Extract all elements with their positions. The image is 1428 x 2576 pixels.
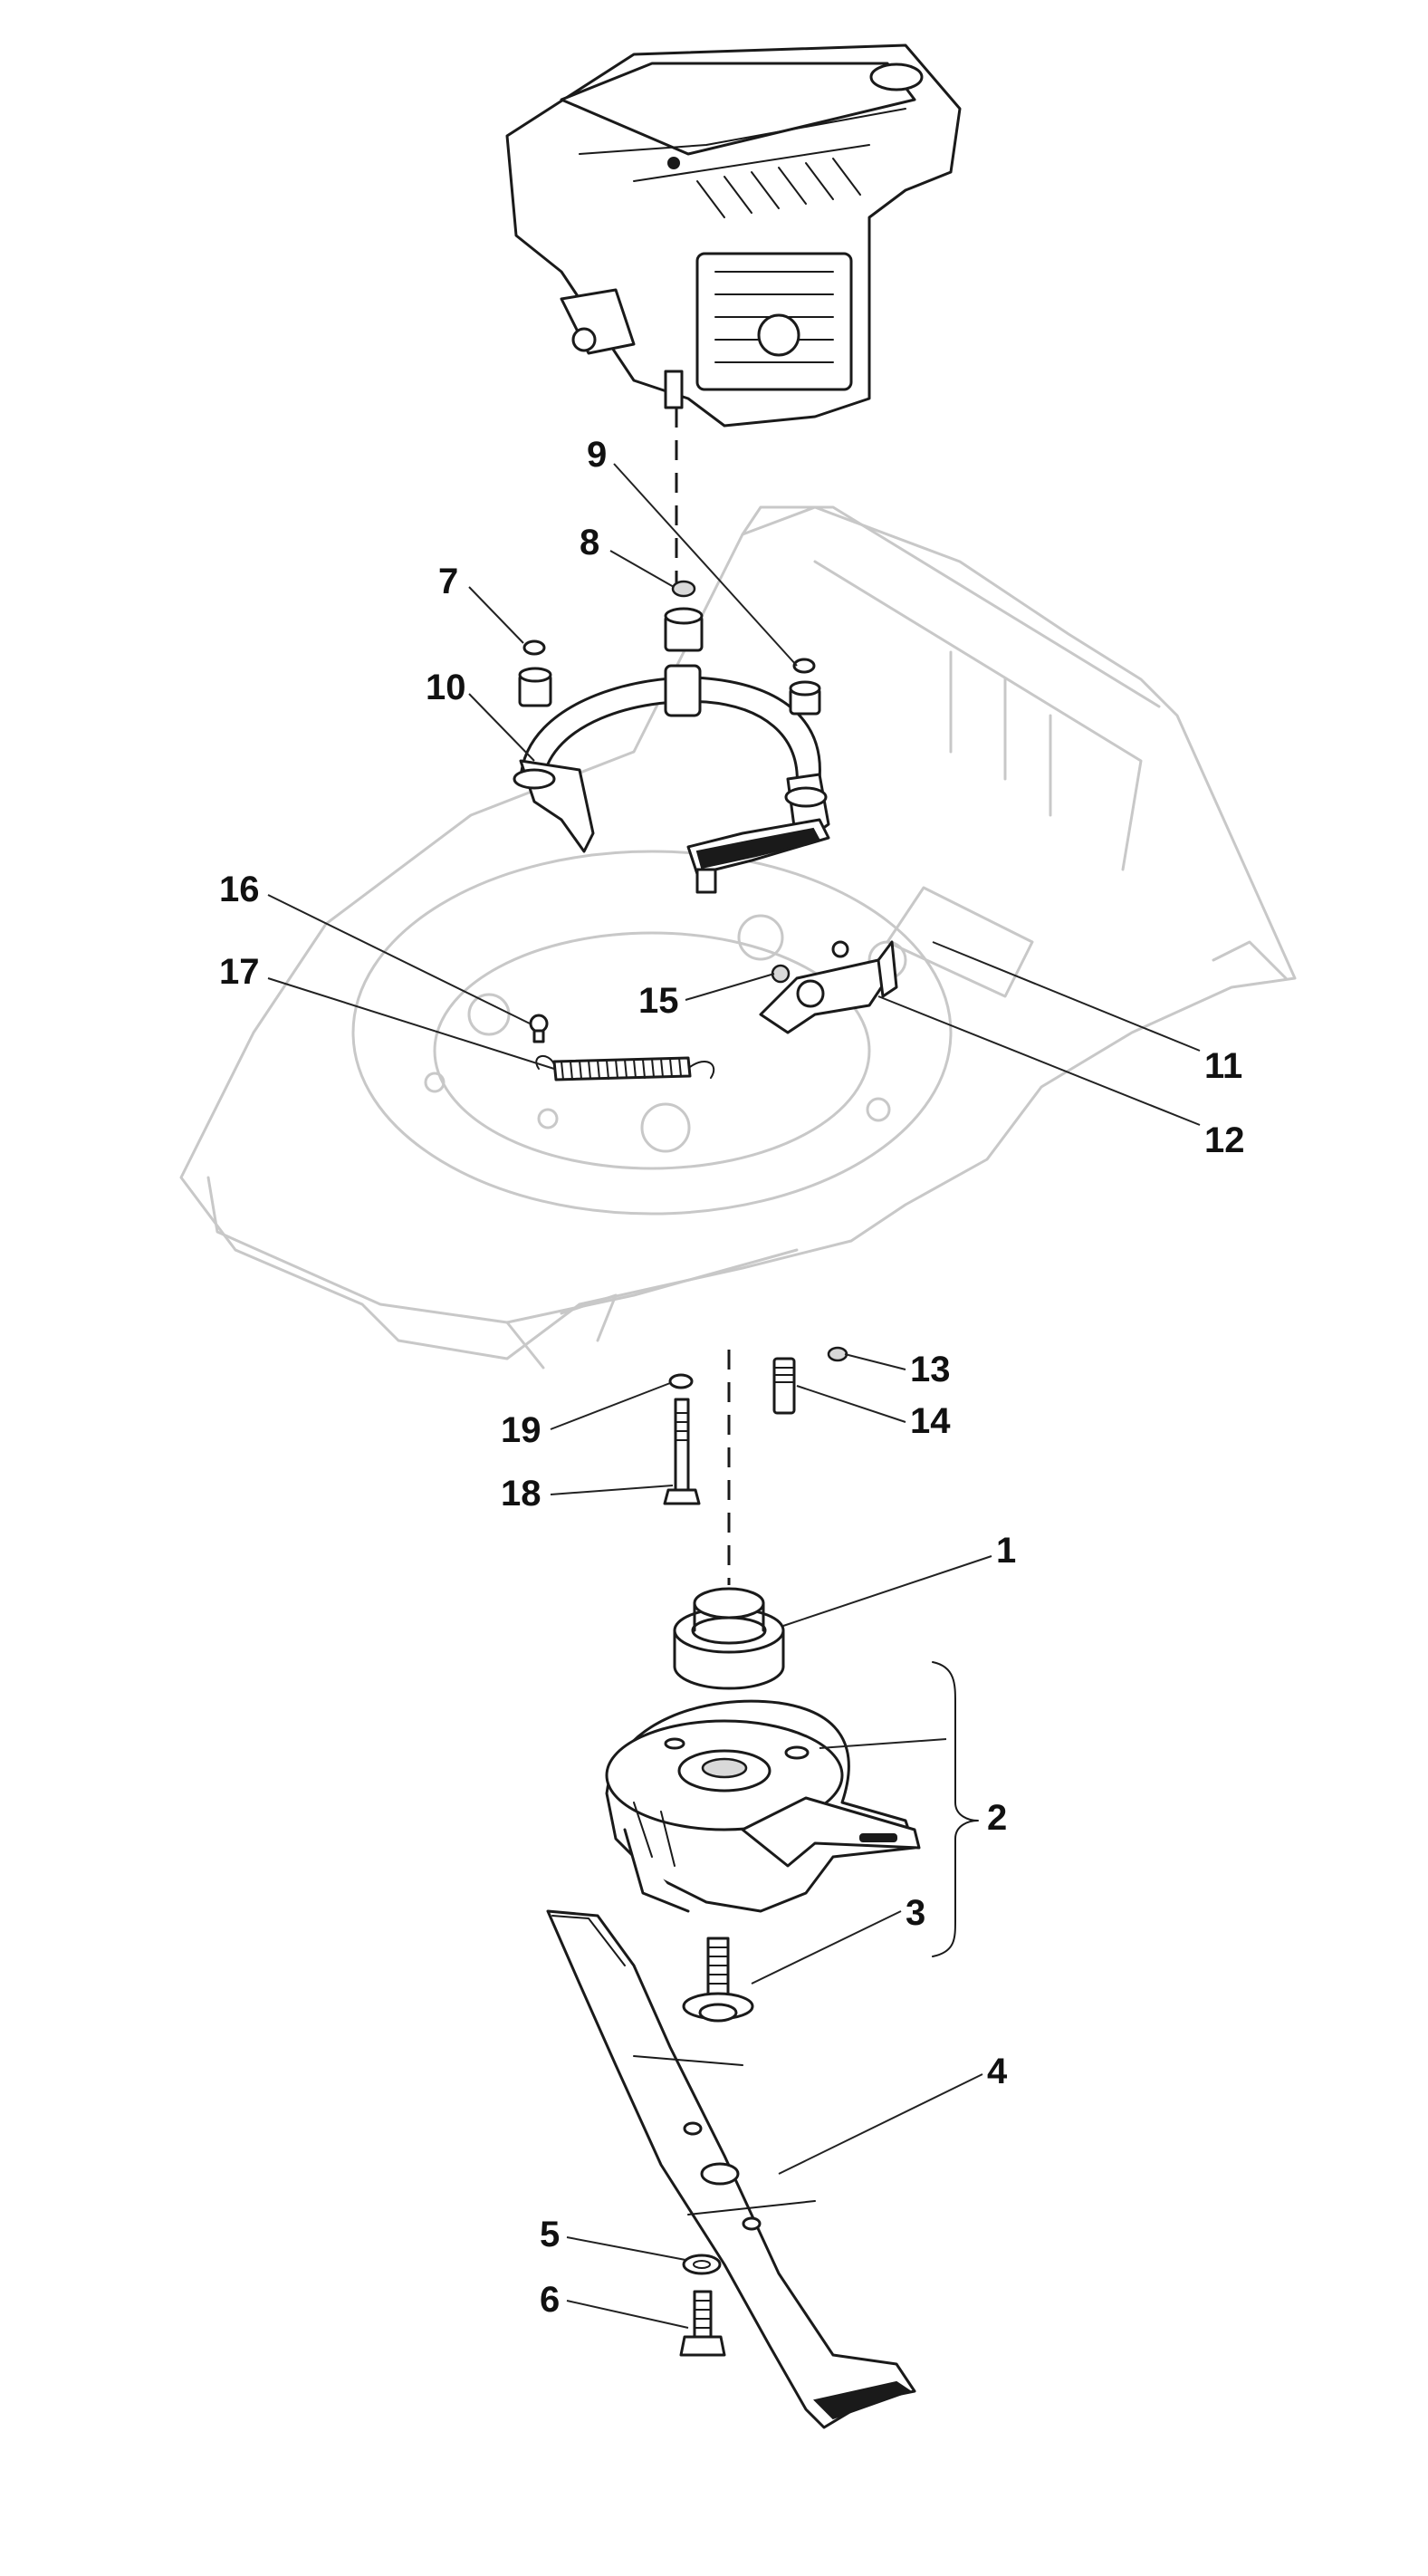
callout-18: 18 — [501, 1474, 541, 1514]
part-6-bolt — [679, 2290, 726, 2357]
part-1-pulley — [673, 1587, 785, 1690]
callout-9: 9 — [587, 435, 607, 475]
part-5-lock-washer — [682, 2254, 722, 2275]
callout-labels: 1 2 3 4 5 6 7 8 9 10 11 12 13 14 15 16 1… — [219, 435, 1245, 2320]
callout-19: 19 — [501, 1410, 541, 1450]
part-16-screw — [529, 1014, 549, 1043]
part-14-stud — [772, 1357, 796, 1415]
mower-deck-illustration — [179, 505, 1297, 1370]
part-3-blade-bolt — [682, 1937, 754, 2023]
callout-3: 3 — [906, 1893, 925, 1933]
callout-1: 1 — [996, 1531, 1016, 1571]
part-4-blade — [546, 1909, 916, 2429]
callout-10: 10 — [426, 668, 466, 707]
callout-8: 8 — [580, 523, 599, 562]
callout-6: 6 — [540, 2280, 560, 2320]
callout-12: 12 — [1204, 1120, 1245, 1160]
part-11-screw — [831, 940, 849, 958]
part-18-bolt — [663, 1398, 701, 1505]
part-2-clutch-assembly — [605, 1699, 921, 1913]
callout-14: 14 — [910, 1401, 951, 1441]
engine-illustration — [505, 43, 962, 428]
part-2-brace — [932, 1661, 979, 1957]
brake-shoe — [686, 818, 830, 894]
callout-5: 5 — [540, 2215, 560, 2254]
part-12-bracket — [759, 940, 898, 1034]
part-17-spring — [535, 1055, 715, 1081]
callout-2: 2 — [987, 1798, 1007, 1838]
part-9-spacer-nut — [789, 658, 821, 716]
callout-13: 13 — [910, 1350, 951, 1389]
callout-7: 7 — [438, 562, 458, 601]
part-7-spacer-nut — [518, 639, 552, 707]
callout-15: 15 — [638, 981, 679, 1021]
callout-16: 16 — [219, 870, 260, 909]
part-8-spacer-nut — [664, 580, 704, 652]
leader-lines — [267, 463, 1201, 2329]
part-13-nut — [827, 1346, 848, 1362]
callout-11: 11 — [1204, 1046, 1242, 1086]
callout-17: 17 — [219, 952, 260, 992]
part-19-washer — [668, 1373, 694, 1389]
callout-4: 4 — [987, 2052, 1008, 2091]
part-15-nut — [771, 964, 791, 984]
